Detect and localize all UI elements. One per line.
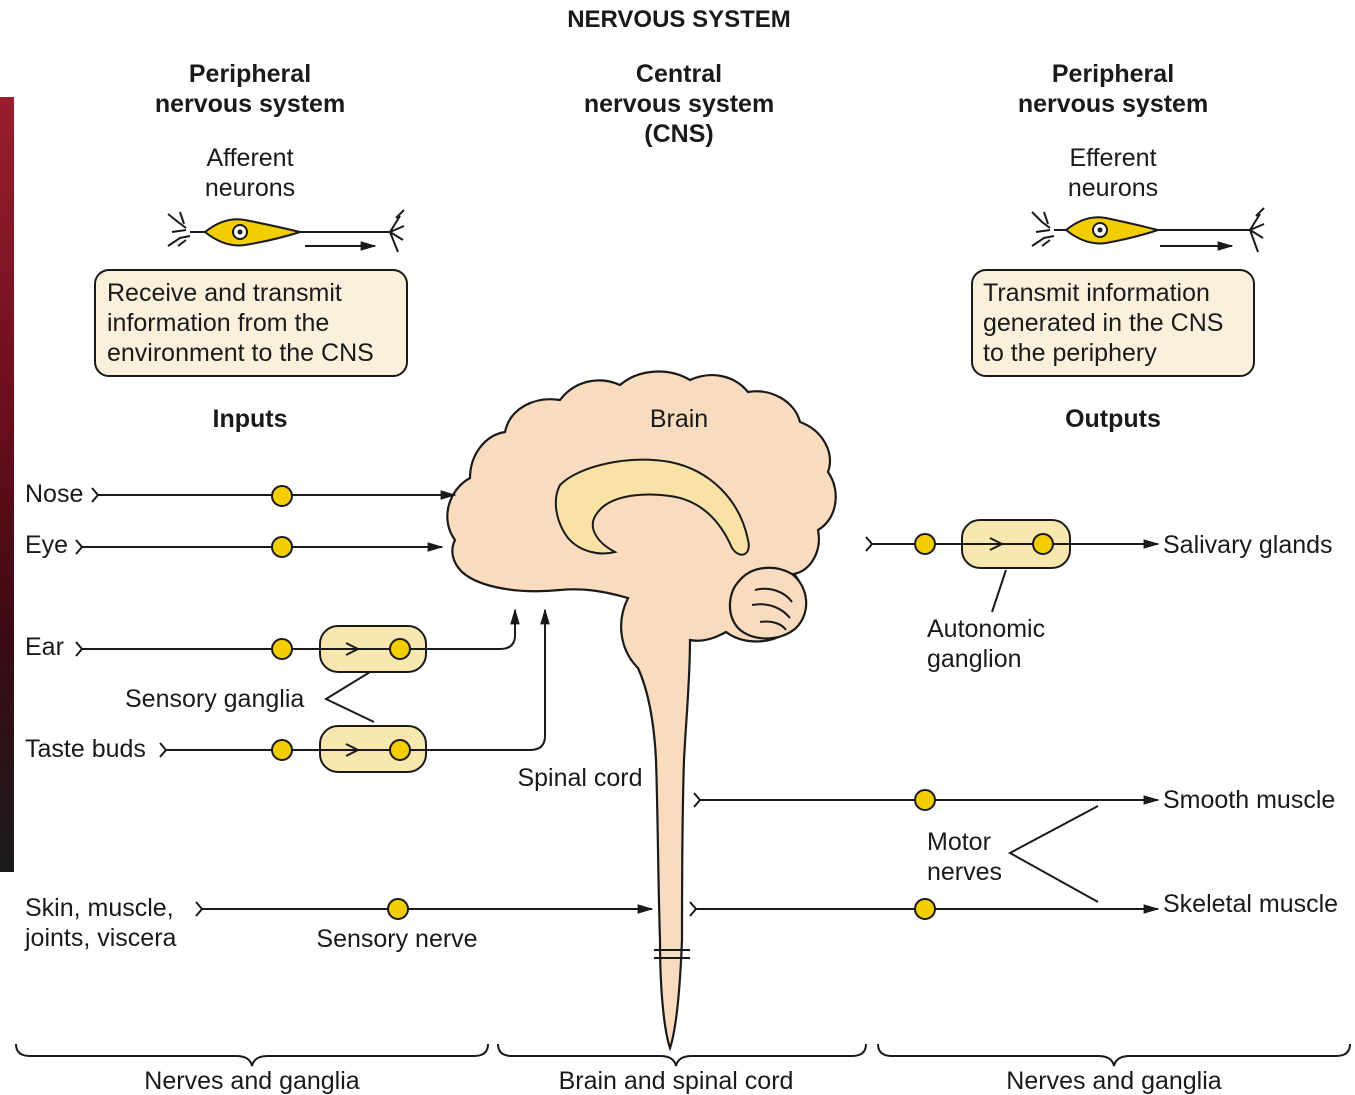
footer-center-label: Brain and spinal cord	[559, 1067, 794, 1095]
afferent-description-box	[94, 269, 408, 377]
footer-left-label: Nerves and ganglia	[144, 1067, 360, 1095]
background-edge-strip	[0, 97, 14, 872]
outputs-label: Outputs	[1065, 405, 1161, 433]
input-skin-label-line1: Skin, muscle,	[25, 894, 174, 922]
spinal-cord-break-mark	[654, 949, 690, 959]
center-header-line2: nervous system	[584, 90, 774, 118]
efferent-neuron-icon	[1031, 207, 1265, 253]
salivary-neuron-node-1	[914, 533, 936, 555]
center-header-line3: (CNS)	[644, 120, 713, 148]
output-smooth-label: Smooth muscle	[1163, 786, 1335, 814]
taste-pathway	[159, 610, 545, 758]
right-brace	[877, 1043, 1351, 1067]
autonomic-ganglion-pointer	[991, 569, 1007, 613]
ear-neuron-node-1	[271, 638, 293, 660]
nose-neuron-node	[271, 485, 293, 507]
afferent-label-line2: neurons	[205, 174, 295, 202]
autonomic-ganglion-label-line1: Autonomic	[927, 615, 1045, 643]
taste-ganglion-synapse-icon	[345, 743, 361, 757]
brain-shape	[446, 370, 837, 1052]
brain-label: Brain	[650, 405, 708, 433]
skeletal-muscle-neuron-node	[914, 898, 936, 920]
taste-neuron-node-2	[389, 739, 411, 761]
center-brace	[497, 1043, 867, 1067]
spinal-cord-label: Spinal cord	[517, 764, 642, 792]
efferent-description-line2: generated in the CNS	[983, 309, 1223, 337]
efferent-description-box	[971, 269, 1255, 377]
right-header-line1: Peripheral	[1052, 60, 1174, 88]
footer-right-label: Nerves and ganglia	[1006, 1067, 1222, 1095]
input-taste-label: Taste buds	[25, 735, 146, 763]
output-salivary-label: Salivary glands	[1163, 531, 1333, 559]
sensory-nerve-label: Sensory nerve	[316, 925, 477, 953]
smooth-muscle-neuron-node	[914, 789, 936, 811]
afferent-description-line3: environment to the CNS	[107, 339, 374, 367]
ear-pathway	[75, 610, 515, 657]
afferent-neuron-icon	[167, 209, 405, 253]
afferent-description-line1: Receive and transmit	[107, 279, 342, 307]
skin-pathway	[195, 902, 652, 916]
autonomic-ganglion-label-line2: ganglion	[927, 645, 1022, 673]
afferent-label-line1: Afferent	[206, 144, 293, 172]
autonomic-synapse-icon	[989, 537, 1005, 551]
sensory-ganglia-label: Sensory ganglia	[125, 685, 304, 713]
motor-nerves-label-line1: Motor	[927, 828, 991, 856]
diagram-title: NERVOUS SYSTEM	[567, 6, 791, 33]
eye-pathway	[75, 540, 442, 554]
ear-neuron-node-2	[389, 638, 411, 660]
output-skeletal-label: Skeletal muscle	[1163, 890, 1338, 918]
right-header-line2: nervous system	[1018, 90, 1208, 118]
input-skin-label-line2: joints, viscera	[24, 924, 177, 952]
efferent-label-line2: neurons	[1068, 174, 1158, 202]
motor-nerves-pointer	[1007, 805, 1099, 903]
left-header-line2: nervous system	[155, 90, 345, 118]
input-eye-label: Eye	[25, 531, 68, 559]
efferent-description-line1: Transmit information	[983, 279, 1210, 307]
ear-ganglion-synapse-icon	[345, 642, 361, 656]
input-nose-label: Nose	[25, 480, 83, 508]
motor-nerves-label-line2: nerves	[927, 858, 1002, 886]
salivary-neuron-node-2	[1032, 533, 1054, 555]
sensory-ganglia-pointer	[323, 671, 375, 723]
eye-neuron-node	[271, 536, 293, 558]
skin-neuron-node	[387, 898, 409, 920]
afferent-description-line2: information from the	[107, 309, 329, 337]
inputs-label: Inputs	[213, 405, 288, 433]
efferent-label-line1: Efferent	[1069, 144, 1156, 172]
left-brace	[15, 1043, 489, 1067]
taste-neuron-node-1	[271, 739, 293, 761]
input-ear-label: Ear	[25, 633, 64, 661]
center-header-line1: Central	[636, 60, 722, 88]
left-header-line1: Peripheral	[189, 60, 311, 88]
efferent-description-line3: to the periphery	[983, 339, 1157, 367]
